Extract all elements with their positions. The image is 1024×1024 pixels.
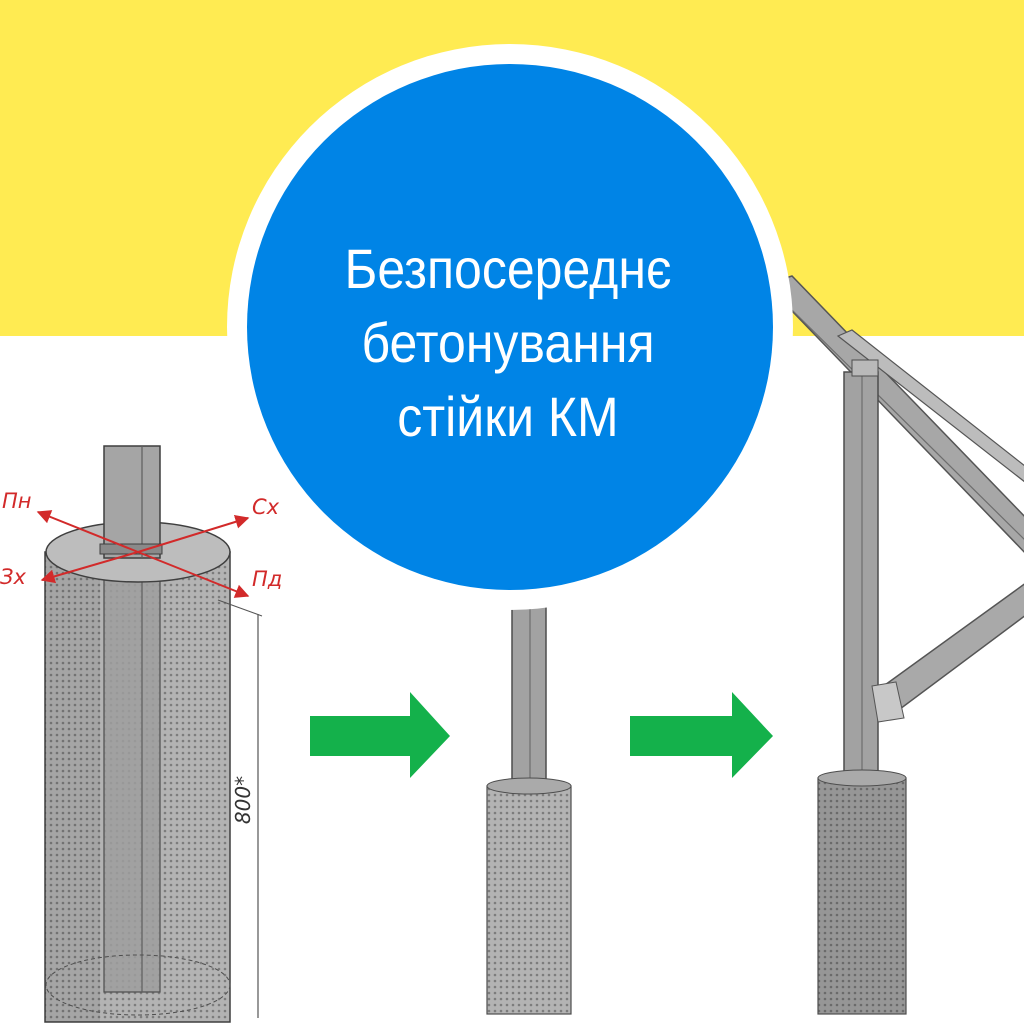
axis-north-south-2: [137, 551, 250, 598]
post-above-ground: [103, 445, 161, 559]
footing-top-2: [486, 777, 572, 795]
post-footing-3: [817, 777, 907, 1015]
footing-bottom: [45, 954, 231, 1016]
dimension-label: 800*: [231, 776, 255, 824]
title-line-1: Безпосереднє: [344, 237, 672, 301]
footing-top-3: [817, 769, 907, 787]
brace-bracket: [871, 681, 905, 723]
post-footing-2: [486, 785, 572, 1015]
label-east: Сх: [252, 495, 280, 519]
post-column-2: [511, 589, 547, 791]
title-line-3: стійки КМ: [397, 385, 619, 449]
title-circle: [247, 64, 773, 590]
label-west: Зх: [0, 565, 26, 589]
rafter-edge: [791, 309, 1024, 540]
label-south: Пд: [252, 567, 282, 591]
axis-north-south: [36, 510, 139, 553]
footing-shade: [45, 552, 100, 1022]
concreted-post: [486, 589, 572, 1015]
title-line-2: бетонування: [361, 311, 655, 375]
axis-east-west-2: [40, 551, 139, 584]
embedded-post: [103, 551, 161, 993]
step-arrow-1: [310, 692, 450, 778]
upper-rail: [836, 329, 1024, 483]
axis-east-west: [137, 515, 250, 553]
frame-post: [843, 371, 879, 813]
post-cap: [851, 359, 879, 377]
dimension-extension-top: [217, 599, 263, 617]
title: Безпосереднє бетонування стійки КМ: [252, 232, 764, 454]
foundation-detail: Пн Сх Зх Пд 800*: [0, 445, 282, 1023]
label-north: Пн: [2, 489, 32, 513]
step-arrow-2: [630, 692, 773, 778]
mounted-frame: [764, 275, 1024, 1015]
